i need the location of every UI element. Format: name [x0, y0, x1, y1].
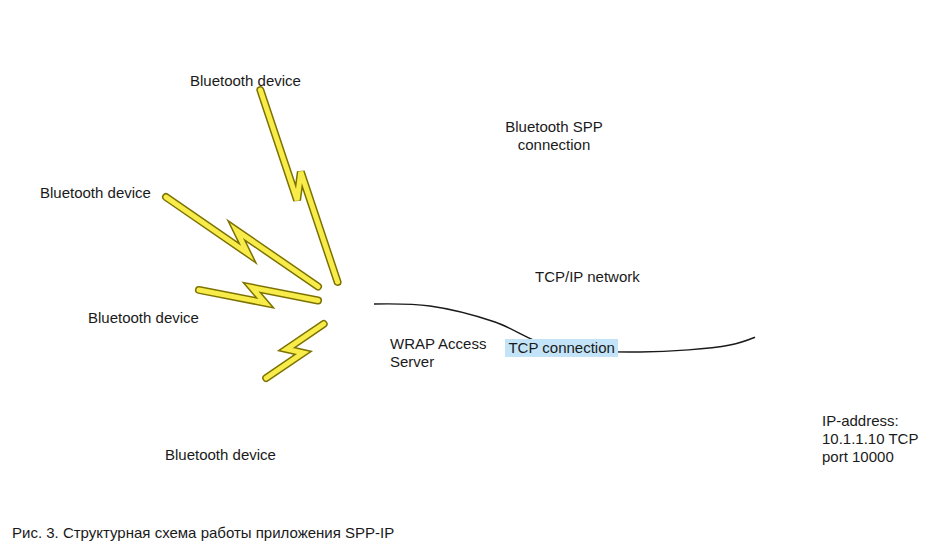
network-cloud: TCP/IP network — [458, 200, 720, 400]
bolt-outline — [166, 197, 318, 286]
monitor-icon — [782, 258, 923, 394]
bolt-fill — [266, 324, 323, 378]
legend-bolt — [487, 84, 553, 112]
bolt-outline — [199, 288, 318, 303]
bolt-fill — [166, 197, 318, 286]
pda-icon — [165, 375, 193, 422]
edge-label: TCP connection — [505, 339, 617, 357]
host-computer: IP-address: 10.1.1.10 TCP port 10000 — [755, 225, 925, 397]
bluetooth-device: Bluetooth device — [88, 243, 199, 327]
node-label: Bluetooth device — [88, 309, 199, 327]
pda-icon — [212, 13, 240, 60]
node-label: Bluetooth device — [190, 72, 301, 90]
bluetooth-device: Bluetooth device — [190, 16, 301, 90]
bluetooth-link — [199, 288, 318, 303]
computer-icon — [755, 229, 837, 395]
bolt-fill — [199, 288, 318, 303]
bluetooth-device: Bluetooth device — [165, 378, 276, 464]
bolt-outline — [266, 324, 323, 378]
pda-icon — [138, 115, 166, 162]
node-label: Bluetooth device — [40, 184, 151, 202]
node-label: IP-address: 10.1.1.10 TCP port 10000 — [822, 412, 922, 466]
node-label: WRAP Access Server — [390, 335, 490, 371]
router-icon — [318, 283, 374, 323]
access-server: WRAP Access Server — [318, 282, 374, 324]
node-label: TCP/IP network — [535, 268, 640, 286]
bluetooth-link — [166, 197, 318, 286]
figure-caption: Рис. 3. Структурная схема работы приложе… — [12, 524, 394, 542]
node-label: Bluetooth device — [165, 446, 276, 464]
bluetooth-device: Bluetooth device — [40, 118, 166, 202]
legend-text: Bluetooth SPP connection — [486, 118, 622, 154]
cloud-shape — [458, 200, 720, 400]
pda-icon — [88, 240, 116, 287]
bluetooth-link — [266, 324, 323, 378]
